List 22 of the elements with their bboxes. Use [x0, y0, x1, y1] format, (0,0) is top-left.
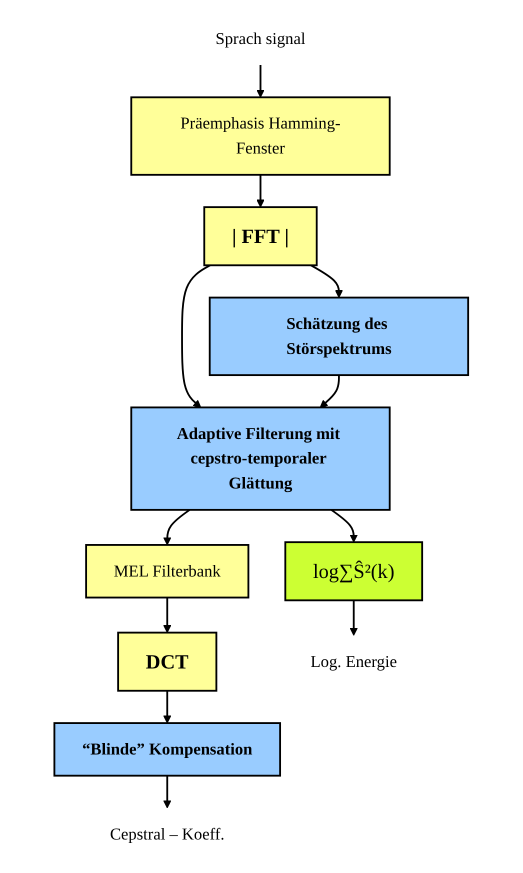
arrow: [320, 375, 340, 408]
node-text: Cepstral – Koeff.: [110, 824, 225, 844]
node-box: | FFT |: [204, 206, 318, 266]
node-box: Adaptive Filterung mit cepstro-temporaler Glättung: [130, 406, 391, 511]
arrow: [256, 174, 265, 208]
node-text: Log. Energie: [310, 652, 398, 670]
arrow: [163, 690, 172, 724]
node-box: Schätzung des Störspektrums: [209, 296, 470, 376]
node-box: DCT: [117, 632, 218, 692]
arrow: [181, 264, 211, 408]
arrow: [163, 598, 172, 633]
node-box: “Blinde” Kompensation: [54, 722, 282, 777]
arrow: [256, 65, 265, 98]
node-box: MEL Filterbank: [85, 544, 250, 598]
node-box: Präemphasis Hamming-Fenster: [130, 96, 391, 176]
arrow: [163, 509, 190, 546]
arrow: [163, 776, 172, 808]
arrow: [350, 600, 358, 636]
arrow: [310, 264, 344, 298]
node-text: Sprach signal: [216, 28, 306, 48]
node-box: log∑Ŝ²(k): [284, 541, 424, 602]
arrow: [331, 509, 358, 543]
